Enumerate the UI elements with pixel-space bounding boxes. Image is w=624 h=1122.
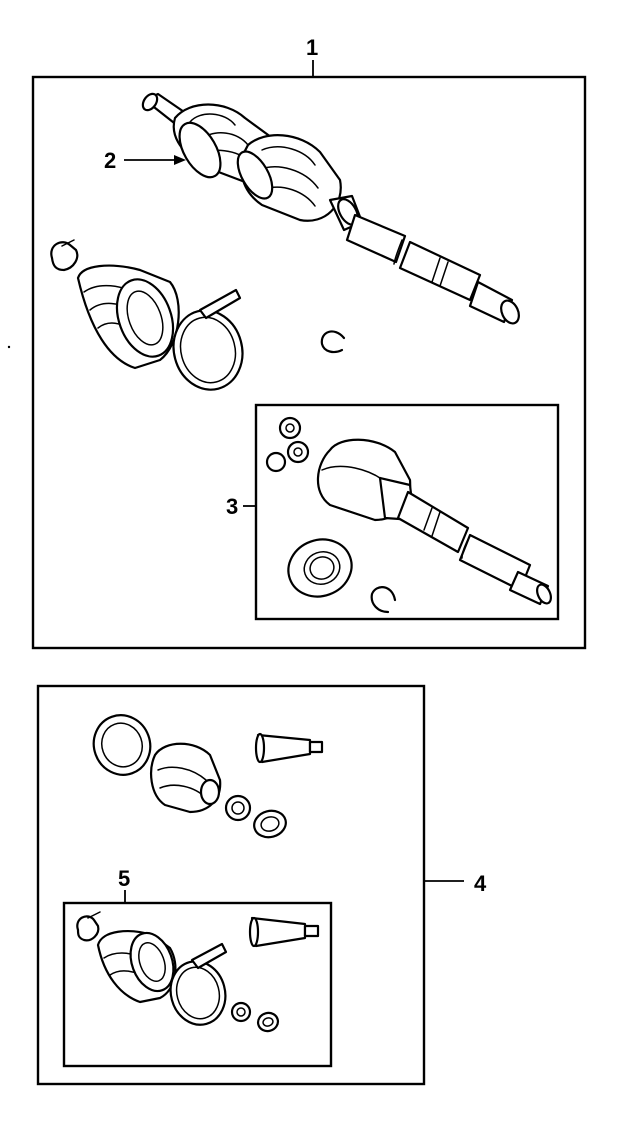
kit4-small-rings [224, 794, 287, 839]
axle-shaft-assembly [141, 92, 520, 325]
tripod-joint [265, 416, 310, 473]
inner-joint-box-3 [254, 403, 560, 621]
kit5-small-rings [230, 1001, 280, 1033]
inner-snap-ring [370, 586, 397, 614]
kit5-boot [96, 930, 177, 1004]
assembly-box-1 [31, 75, 587, 650]
callout-3: 3 [226, 494, 238, 519]
kit4-boot [150, 742, 222, 814]
boot-clamp-small [50, 239, 79, 272]
boot-clamp-large [172, 288, 244, 391]
kit5-small-clamp [76, 911, 101, 942]
callout-5: 5 [118, 866, 130, 891]
kit5-large-clamp [169, 942, 228, 1026]
inner-joint-seal [287, 538, 353, 598]
stray-mark [7, 345, 11, 349]
kit5-grease-tube [248, 916, 320, 948]
boot-kit-box-5 [62, 901, 333, 1068]
boot-kit-box-4 [36, 684, 426, 1086]
callout-4: 4 [474, 871, 487, 896]
kit4-grease-tube [254, 732, 324, 764]
kit4-clamp-ring [92, 714, 152, 776]
callout-1: 1 [306, 35, 318, 60]
inner-joint-housing [316, 438, 552, 606]
callout-2: 2 [104, 148, 116, 173]
leader-2 [124, 155, 186, 165]
snap-ring [320, 330, 346, 354]
cv-boot-loose [76, 264, 180, 370]
